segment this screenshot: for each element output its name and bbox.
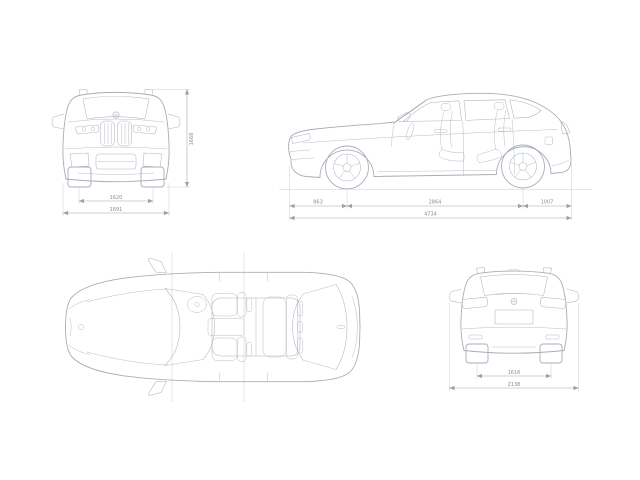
front-tire-right [140,166,165,188]
top-hood-lines [68,288,168,366]
rear-view [449,267,579,364]
front-headlights [75,124,157,135]
side-wheelbase-value: 2864 [429,200,442,206]
front-track-value: 1620 [110,195,123,201]
front-tire-left [67,166,92,188]
center-console [207,318,245,336]
driver-seat [211,293,238,317]
top-body-outline [65,271,361,383]
side-body-outline [288,92,572,178]
rear-reflector-right [545,334,560,340]
front-roof-rails [78,89,154,96]
bmw-roundel-rear-icon [510,298,518,305]
bmw-roundel-top-icon [78,324,84,330]
rear-mirrors [449,288,579,304]
side-view [279,92,592,190]
front-mirrors [51,113,181,130]
front-body-lines [64,118,168,175]
top-windshield [164,288,215,366]
rear-view-dimensions: 1616 2138 [449,303,579,391]
rear-roof-rails [476,267,552,274]
side-view-dimensions: 863 2864 1007 4734 [289,163,572,221]
front-height-value: 1668 [189,133,195,146]
side-rear-wheel [501,144,545,189]
steering-wheel [406,123,414,140]
rear-track-value: 1616 [508,370,521,376]
rear-tire-right [539,343,563,364]
extension-line [62,183,170,216]
side-length-value: 4734 [424,212,437,218]
rear-width-value: 2138 [508,382,521,388]
rear-tire-left [465,343,489,364]
rear-reflector-left [468,334,483,340]
front-air-intakes [69,152,163,170]
top-interior [187,292,304,362]
steering-wheel-top [187,296,207,313]
rear-window [480,274,548,296]
side-front-wheel [325,145,369,190]
front-view [51,89,181,188]
rear-taillights [461,296,567,309]
front-kidney-grille [100,120,132,147]
side-taillight [560,121,570,135]
extension-line [289,163,572,221]
side-rear-overhang-value: 1007 [541,200,554,206]
side-body-lines [289,129,570,172]
passenger-seat [211,337,238,361]
rear-bench [262,296,287,358]
charge-port-flap [544,136,553,145]
top-view [65,252,361,402]
top-door-seams [218,272,269,382]
front-body-outline [62,91,170,183]
rear-wiper [496,293,531,296]
rear-body-outline [460,270,568,354]
rear-bumper-line [461,326,567,330]
side-mirror [397,112,411,122]
bmw-roundel-front-icon [112,111,120,119]
side-headlight [291,133,311,144]
front-windshield [82,96,150,120]
side-interior-seats [406,102,507,163]
side-glasshouse [393,99,542,124]
license-plate [494,309,534,325]
antenna-fin [336,324,346,330]
front-width-value: 1891 [110,207,123,213]
side-door-seams [391,118,515,177]
side-front-overhang-value: 863 [313,200,323,206]
top-mirrors [148,258,167,396]
extension-line [449,303,579,391]
door-handle [497,127,512,132]
front-view-dimensions: 1668 1620 1891 [62,89,195,216]
